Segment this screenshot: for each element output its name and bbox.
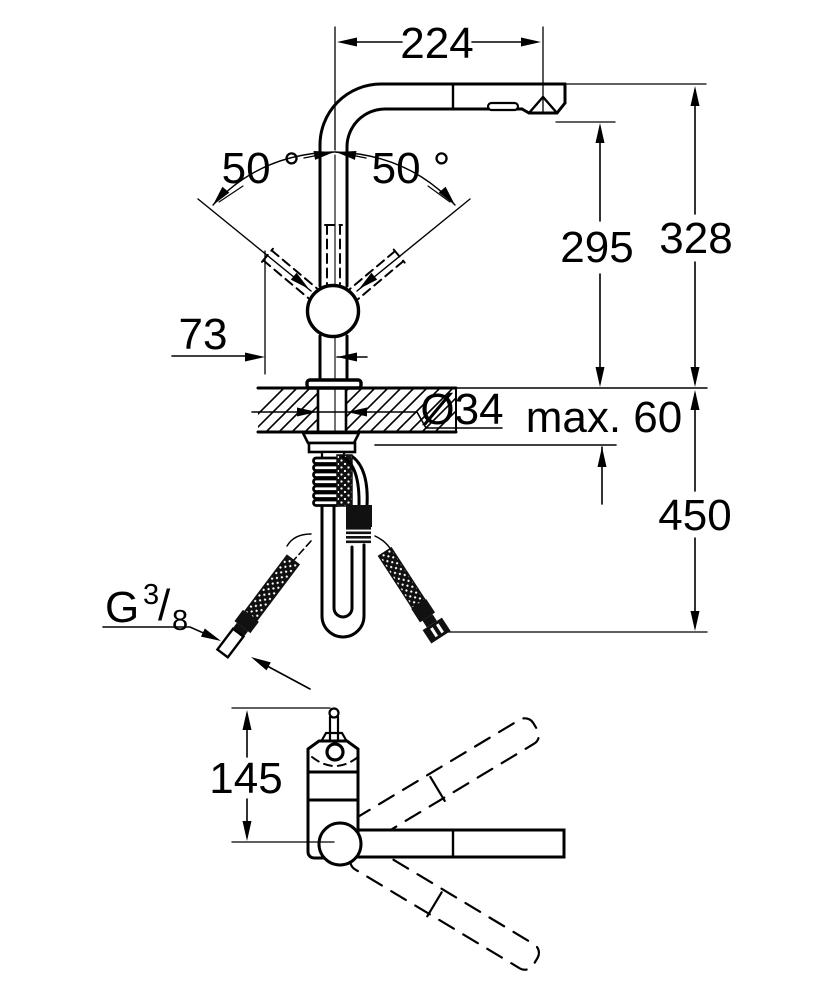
thread-tube: [215, 627, 246, 660]
arrowhead-icon: [690, 367, 700, 387]
supply-hose-left: [215, 554, 301, 660]
dim-328: 328: [565, 83, 733, 387]
dim-angle-right: 50 °: [334, 144, 471, 292]
spout-reach-label: 224: [400, 19, 473, 68]
height-to-top-label: 328: [659, 214, 732, 263]
arrowhead-icon: [242, 710, 252, 730]
dim-450: 450: [436, 390, 732, 633]
swivel-range: [349, 717, 541, 971]
arrowhead-icon: [359, 272, 378, 289]
arrowhead-icon: [347, 407, 367, 417]
stabilizing-plate: [300, 431, 362, 445]
side-view: 50 ° 50 ° 224: [102, 19, 733, 690]
supply-hose-right: [377, 546, 451, 644]
arrowhead-icon: [200, 628, 221, 641]
arrowhead-icon: [521, 37, 541, 47]
angle-right-label: 50 °: [372, 144, 451, 193]
dim-224: 224: [337, 19, 544, 113]
below-deck-length-label: 450: [658, 491, 731, 540]
base-plate: [305, 378, 363, 390]
swivel-joint: [317, 821, 363, 867]
arrowhead-icon: [337, 352, 357, 362]
hose-connector-nut: [346, 505, 372, 527]
arrowhead-icon: [337, 37, 357, 47]
handle-projection-label: 73: [179, 310, 228, 359]
arrowhead-icon: [251, 657, 271, 671]
arrowhead-icon: [595, 123, 605, 143]
ball-joint: [305, 283, 361, 339]
arrowhead-icon: [438, 186, 455, 205]
shank: [316, 386, 348, 433]
spout-position-upper: [349, 717, 541, 846]
mounting-nut: [307, 441, 357, 454]
arrowhead-icon: [297, 407, 317, 417]
spray-button-icon: [486, 101, 520, 112]
dome-hidden-edge: [311, 756, 359, 767]
braided-hose-vertical: [336, 454, 353, 507]
arrowhead-icon: [595, 367, 605, 387]
spout-position-lower: [349, 842, 541, 971]
dim-295: 295: [555, 121, 634, 387]
dim-145: 145: [209, 707, 335, 843]
top-view: 145: [209, 707, 566, 971]
arrowhead-icon: [690, 390, 700, 410]
arrowhead-icon: [690, 611, 700, 631]
arrowhead-icon: [245, 352, 265, 362]
arrowhead-icon: [690, 86, 700, 106]
dim-73: 73: [171, 250, 368, 375]
arrowhead-icon: [313, 151, 334, 160]
lever-up: [324, 224, 343, 285]
lever-pivot: [325, 742, 345, 762]
pullout-hose-loop: [320, 504, 366, 639]
top-view-height-label: 145: [209, 754, 282, 803]
under-counter-assembly: [215, 431, 451, 660]
arrowhead-icon: [242, 821, 252, 841]
counter: [256, 378, 708, 434]
dim-angle-left: 50 °: [197, 144, 335, 292]
arrowhead-icon: [290, 272, 309, 289]
lever-positions: [260, 224, 406, 301]
arrowhead-icon: [597, 447, 607, 467]
height-to-outlet-label: 295: [560, 223, 633, 272]
hole-diameter-label: Ø34: [420, 385, 503, 434]
dim-max60: max. 60: [374, 393, 683, 505]
angle-left-label: 50 °: [222, 144, 301, 193]
max-deck-thickness-label: max. 60: [526, 393, 683, 442]
arrowhead-icon: [213, 186, 230, 205]
spout: [318, 82, 567, 150]
dim-dia34: Ø34: [251, 385, 504, 434]
lever-top-view: [320, 707, 348, 742]
arrowhead-icon: [336, 151, 357, 160]
